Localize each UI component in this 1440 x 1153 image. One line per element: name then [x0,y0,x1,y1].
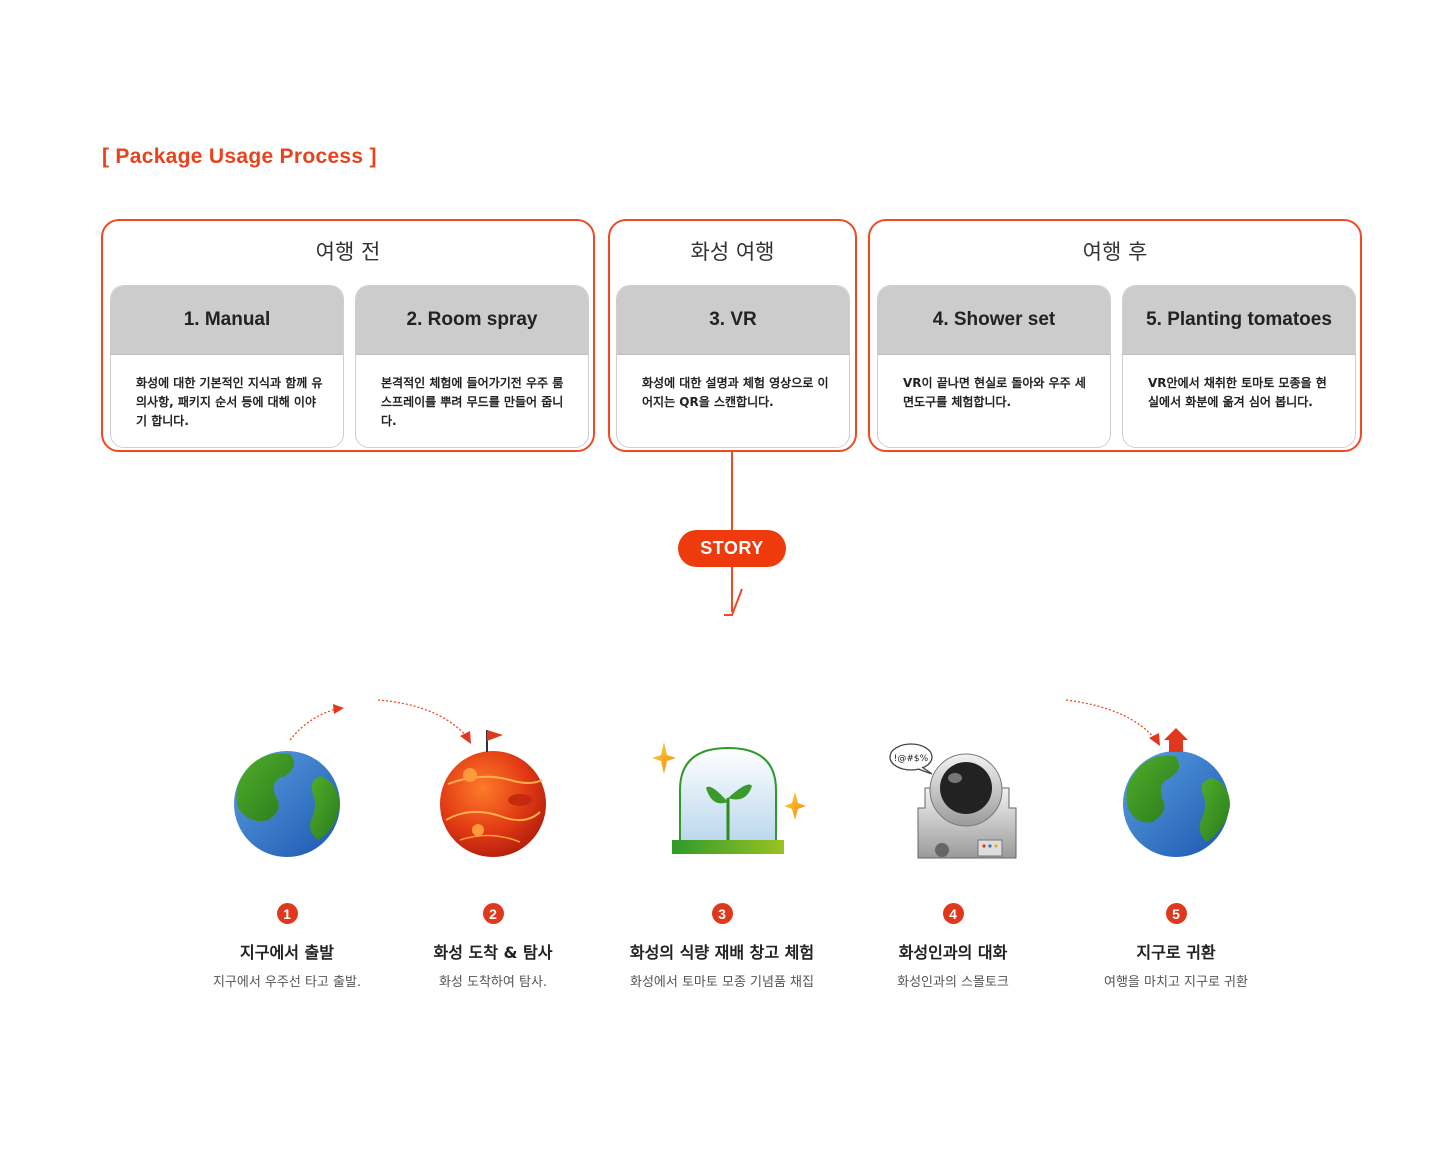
arrow-down-icon [724,588,743,616]
group-title: 여행 전 [315,240,381,264]
step-title: 화성인과의 대화 [898,943,1008,962]
card-title: 1. Manual [111,286,343,355]
card-room-spray: 2. Room spray 본격적인 체험에 들어가기전 우주 룸 스프레이를 … [355,285,589,448]
card-planting-tomatoes: 5. Planting tomatoes VR안에서 채취한 토마토 모종을 현… [1122,285,1356,448]
earth-return-icon [1123,728,1230,857]
card-title: 4. Shower set [878,286,1110,355]
step-5: 5 지구로 귀환 여행을 마치고 지구로 귀환 [1056,903,1296,990]
astronaut-icon: !@#$% [889,743,1017,859]
group-title: 여행 후 [1082,240,1148,264]
step-2: 2 화성 도착 & 탐사 화성 도착하여 탐사. [373,903,613,990]
card-shower-set: 4. Shower set VR이 끝나면 현실로 돌아와 우주 세면도구를 체… [877,285,1111,448]
step-1: 1 지구에서 출발 지구에서 우주선 타고 출발. [167,903,407,990]
card-description: 본격적인 체험에 들어가기전 우주 룸 스프레이를 뿌려 무드를 만들어 줍니다… [381,376,564,428]
step-number: 1 [276,903,298,924]
step-number: 3 [711,903,733,924]
step-title: 지구로 귀환 [1136,943,1216,962]
step-description: 지구에서 우주선 타고 출발. [212,975,362,990]
card-title: 2. Room spray [356,286,588,355]
step-number: 5 [1165,903,1187,924]
card-description: 화성에 대한 설명과 체험 영상으로 이어지는 QR을 스캔합니다. [642,376,829,409]
section-heading: [ Package Usage Process ] [102,145,377,168]
step-description: 여행을 마치고 지구로 귀환 [1104,975,1248,990]
sparkle-icon [652,742,676,774]
card-description: VR안에서 채취한 토마토 모종을 현실에서 화분에 옮겨 심어 봅니다. [1148,376,1327,409]
card-title: 5. Planting tomatoes [1123,286,1355,355]
card-description: VR이 끝나면 현실로 돌아와 우주 세면도구를 체험합니다. [903,376,1086,409]
step-number: 2 [482,903,504,924]
step-title: 지구에서 출발 [240,943,334,962]
card-manual: 1. Manual 화성에 대한 기본적인 지식과 함께 유의사항, 패키지 순… [110,285,344,448]
step-3: 3 화성의 식량 재배 창고 체험 화성에서 토마토 모종 기념품 채집 [602,903,842,990]
group-after-trip: 여행 후 4. Shower set VR이 끝나면 현실로 돌아와 우주 세면… [868,219,1362,452]
earth-icon [234,751,340,857]
group-title: 화성 여행 [690,240,775,264]
group-mars-trip: 화성 여행 3. VR 화성에 대한 설명과 체험 영상으로 이어지는 QR을 … [608,219,857,452]
step-description: 화성인과의 스몰토크 [897,975,1009,990]
step-4: 4 화성인과의 대화 화성인과의 스몰토크 [833,903,1073,990]
story-badge: STORY [678,530,786,567]
step-description: 화성 도착하여 탐사. [438,975,548,990]
trajectory-arrow-icon [289,704,344,741]
card-description: 화성에 대한 기본적인 지식과 함께 유의사항, 패키지 순서 등에 대해 이야… [136,376,323,428]
step-description: 화성에서 토마토 모종 기념품 채집 [630,975,814,990]
trajectory-arrow-icon [1065,699,1160,746]
sprout-dome-icon [652,742,806,854]
group-before-trip: 여행 전 1. Manual 화성에 대한 기본적인 지식과 함께 유의사항, … [101,219,595,452]
step-number: 4 [942,903,964,924]
speech-bubble-text: !@#$% [894,754,929,764]
card-vr: 3. VR 화성에 대한 설명과 체험 영상으로 이어지는 QR을 스캔합니다. [616,285,850,448]
step-title: 화성 도착 & 탐사 [433,943,553,962]
mars-flag-icon [440,730,546,857]
step-title: 화성의 식량 재배 창고 체험 [629,943,815,962]
sparkle-icon [784,792,806,820]
card-title: 3. VR [617,286,849,355]
story-illustrations: !@#$% [234,699,1230,859]
trajectory-arrow-icon [377,699,471,744]
